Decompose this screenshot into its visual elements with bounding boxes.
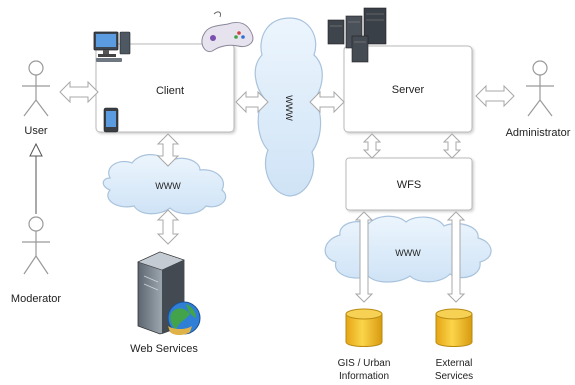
client-www-left-arrow bbox=[156, 133, 180, 167]
www-webservices-arrow bbox=[156, 209, 180, 245]
wfs-label: WFS bbox=[397, 179, 421, 191]
www-left-label: WWW bbox=[155, 181, 181, 191]
server-admin-arrow bbox=[475, 84, 515, 108]
user-actor-icon bbox=[22, 60, 50, 117]
client-label: Client bbox=[156, 85, 184, 97]
gis-database-icon bbox=[345, 308, 383, 347]
web-services-label: Web Services bbox=[130, 343, 198, 355]
desktop-computer-icon bbox=[93, 31, 131, 62]
www-center-label: WWW bbox=[284, 95, 294, 121]
external-db-label-line2: Services bbox=[435, 371, 473, 382]
gis-db-label-line2: Information bbox=[339, 371, 389, 382]
www-center-cloud: WWW bbox=[254, 17, 323, 197]
game-controller-icon bbox=[201, 11, 254, 52]
wfs-box: WFS bbox=[345, 157, 473, 211]
wfs-gis-arrow bbox=[354, 211, 374, 303]
gis-db-label-line1: GIS / Urban bbox=[338, 358, 391, 369]
server-wfs-arrow-right bbox=[442, 133, 462, 159]
external-database-icon bbox=[435, 308, 473, 347]
server-wfs-arrow-left bbox=[362, 133, 382, 159]
administrator-label: Administrator bbox=[506, 127, 571, 139]
client-box: Client bbox=[95, 43, 235, 133]
moderator-to-user-generalization bbox=[29, 142, 43, 214]
mobile-device-icon bbox=[103, 107, 119, 133]
server-label: Server bbox=[392, 84, 425, 96]
www-bottom-label: WWW bbox=[395, 248, 421, 258]
www-server-arrow bbox=[309, 90, 345, 114]
server-rack-icon bbox=[327, 7, 387, 63]
moderator-actor-icon bbox=[22, 216, 50, 275]
wfs-external-arrow bbox=[446, 211, 466, 303]
user-label: User bbox=[24, 125, 48, 137]
client-www-arrow bbox=[235, 90, 269, 114]
administrator-actor-icon bbox=[526, 60, 554, 117]
user-client-arrow bbox=[59, 80, 99, 104]
web-services-icon bbox=[137, 251, 201, 335]
external-db-label-line1: External bbox=[436, 358, 473, 369]
www-left-cloud: WWW bbox=[102, 154, 227, 215]
www-bottom-cloud: WWW bbox=[324, 215, 492, 283]
server-box: Server bbox=[343, 45, 473, 133]
moderator-label: Moderator bbox=[11, 293, 61, 305]
